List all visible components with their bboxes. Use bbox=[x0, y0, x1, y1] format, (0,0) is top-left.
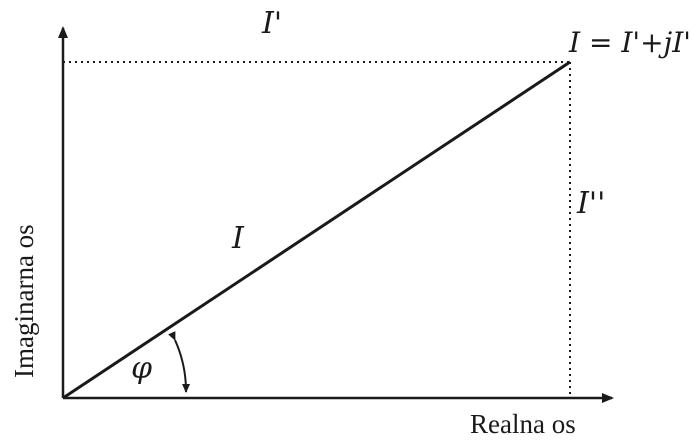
phasor-vector bbox=[62, 60, 571, 400]
real-part-label: I' bbox=[261, 6, 282, 41]
x-axis-label: Realna os bbox=[470, 409, 576, 439]
y-axis-label: Imaginarna os bbox=[9, 224, 39, 378]
angle-arc bbox=[168, 331, 191, 393]
phasor-label: I bbox=[231, 221, 245, 256]
phasor-equation-label: I = I'+jI'' bbox=[568, 26, 693, 59]
angle-label: φ bbox=[131, 351, 152, 386]
imag-part-label: I'' bbox=[576, 186, 605, 221]
